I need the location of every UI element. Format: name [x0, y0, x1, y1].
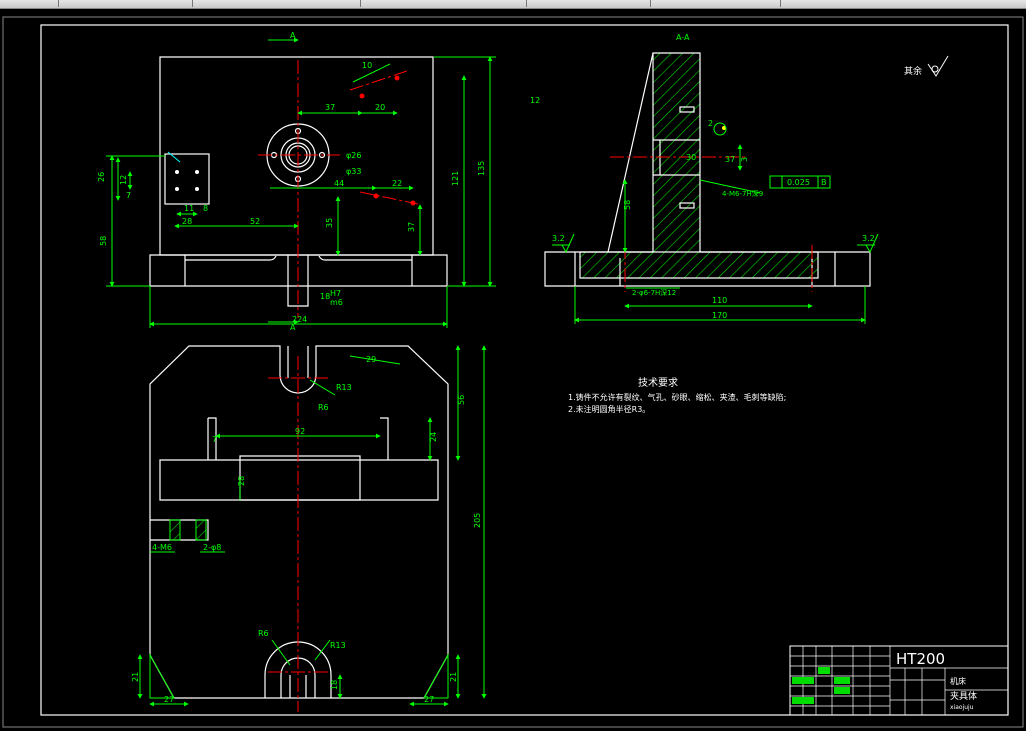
- top-r13: R13: [336, 383, 352, 392]
- tech-item-1: 1.铸件不允许有裂纹、气孔、砂眼、缩松、夹渣、毛刺等缺陷;: [568, 392, 786, 402]
- sec-dim-110: 110: [712, 296, 727, 305]
- front-base-inner: [184, 255, 413, 286]
- top-dim-21-left: 21: [131, 672, 140, 682]
- tech-item-2: 2.未注明圆角半径R3。: [568, 404, 650, 414]
- section-hatch: [579, 52, 819, 279]
- sec-dim-170: 170: [712, 311, 727, 320]
- tab-stub[interactable]: [0, 0, 59, 7]
- title-machine: 机床: [950, 676, 966, 686]
- top-dim-7: 7: [212, 435, 217, 444]
- dim-37b: 37: [407, 222, 416, 232]
- top-dim-28: 28: [237, 476, 246, 486]
- tab-stub[interactable]: [366, 0, 527, 7]
- dim-52: 52: [250, 217, 260, 226]
- section-rib: [607, 52, 654, 253]
- tab-stub[interactable]: [530, 0, 651, 7]
- title-material: HT200: [896, 650, 945, 668]
- roughness-other-label: 其余: [904, 65, 922, 77]
- dim-28: 28: [182, 217, 192, 226]
- tech-title: 技术要求: [638, 376, 678, 389]
- dim-10: 10: [362, 61, 372, 70]
- tolerance-frame: [769, 175, 831, 189]
- window-top-strip: [0, 0, 1026, 9]
- top-dim-21-right: 21: [449, 672, 458, 682]
- top-r13-bottom: R13: [330, 641, 346, 650]
- sec-dim-37: 37: [725, 155, 735, 164]
- top-dim-205: 205: [473, 513, 482, 528]
- front-slot: [287, 255, 309, 307]
- dim-phi26: φ26: [346, 151, 361, 160]
- dim-22: 22: [392, 179, 402, 188]
- fit-denominator: m6: [330, 298, 343, 307]
- dim-26: 26: [97, 172, 106, 182]
- dim-11: 11: [184, 204, 194, 213]
- drawing-border: [40, 24, 1009, 716]
- dim-224: 224: [292, 315, 307, 324]
- sec-dim-2: 2: [708, 119, 713, 128]
- top-dim-29: 29: [366, 355, 376, 364]
- sec-dim-58: 58: [623, 200, 632, 210]
- fit-tolerance: H7: [330, 289, 341, 298]
- dim-37: 37: [325, 103, 335, 112]
- dim-phi33: φ33: [346, 167, 361, 176]
- roughness-right: 3.2: [862, 234, 875, 243]
- dim-121: 121: [451, 171, 460, 186]
- top-dim-92: 92: [295, 427, 305, 436]
- top-r6-bottom: R6: [258, 629, 269, 638]
- top-dim-18: 18: [330, 680, 339, 690]
- roughness-other: 其余: [904, 55, 949, 77]
- hole-note: 2-φ6-7H深12: [632, 288, 676, 297]
- roughness-left: 3.2: [552, 234, 565, 243]
- tech-requirements: 技术要求 1.铸件不允许有裂纹、气孔、砂眼、缩松、夹渣、毛刺等缺陷; 2.未注明…: [568, 376, 786, 414]
- top-m6-note: 4-M6: [152, 543, 172, 552]
- dim-7: 7: [126, 191, 131, 200]
- dim-44: 44: [334, 179, 344, 188]
- tab-stub[interactable]: [62, 0, 193, 7]
- title-part-pinyin: xiaojuju: [950, 704, 974, 711]
- dim-20: 20: [375, 103, 385, 112]
- top-body-outline: [149, 345, 449, 699]
- top-dim-56: 56: [457, 395, 466, 405]
- top-dim-27-right: 27: [424, 695, 434, 704]
- tolerance-datum: B: [821, 178, 827, 187]
- title-block: HT200 机床 夹具体 xiaojuju: [789, 645, 1009, 716]
- section-base-outline: [544, 251, 871, 287]
- front-lug: [164, 153, 210, 205]
- top-view: 29 R13 R6 56 7 92 24 28 205 4-M6 2-φ8 R6…: [131, 345, 487, 712]
- top-bottom-slot: [264, 641, 332, 698]
- title-part-name: 夹具体: [950, 690, 977, 702]
- roughness-value-top: 12: [530, 96, 540, 105]
- dim-58: 58: [99, 236, 108, 246]
- section-view: A-A 12 2 30 37 3 58 4-M6-7H深9 0.025 B 2-…: [530, 33, 879, 324]
- top-dim-24: 24: [429, 432, 438, 442]
- dim-35: 35: [325, 218, 334, 228]
- tolerance-value: 0.025: [787, 178, 810, 187]
- front-view: 10 37 20 26 12 7 11 8 28 52 φ26 φ33 44 2…: [97, 31, 496, 332]
- tab-stub[interactable]: [655, 0, 781, 7]
- top-r6: R6: [318, 403, 329, 412]
- thread-note: 4-M6-7H深9: [722, 189, 763, 198]
- dim-8: 8: [203, 204, 208, 213]
- drawing-canvas[interactable]: 10 37 20 26 12 7 11 8 28 52 φ26 φ33 44 2…: [0, 8, 1026, 731]
- section-title: A-A: [676, 33, 690, 42]
- sec-dim-30: 30: [686, 153, 696, 162]
- dim-135: 135: [477, 161, 486, 176]
- section-arrow-label-top: A: [290, 31, 296, 40]
- tab-stub[interactable]: [200, 0, 361, 7]
- section-arrow-label-bottom: A: [290, 323, 296, 332]
- dim-12: 12: [119, 175, 128, 185]
- sec-dim-3: 3: [740, 157, 749, 162]
- outer-frame: [2, 16, 1024, 728]
- top-block: [159, 459, 439, 501]
- fit-numerator: 18: [320, 292, 330, 301]
- top-dim-27-left: 27: [164, 695, 174, 704]
- top-hole-note: 2-φ8: [203, 543, 221, 552]
- front-body-outline: [159, 56, 434, 256]
